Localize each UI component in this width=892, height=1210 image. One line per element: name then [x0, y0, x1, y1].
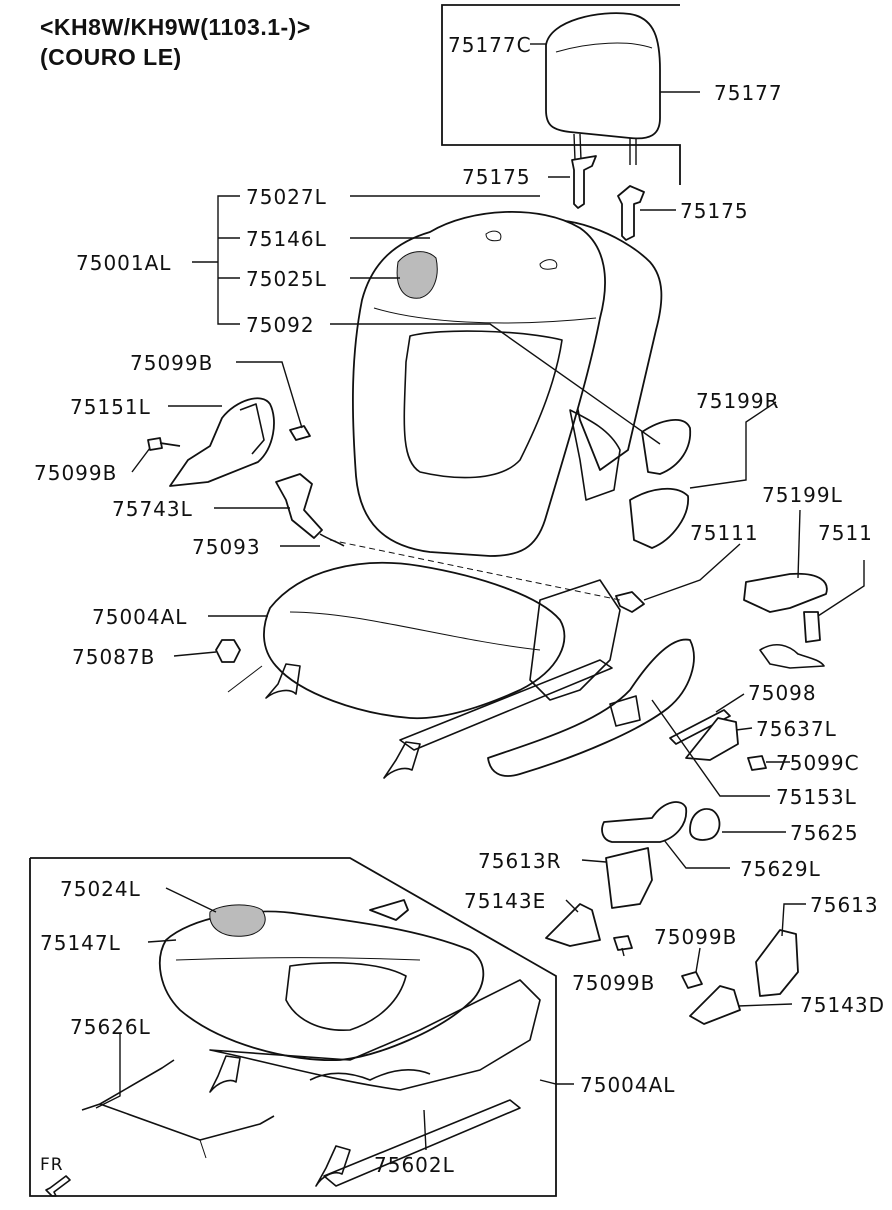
cover-75613R[interactable] [605, 847, 653, 909]
label-75613R: 75613R [478, 849, 562, 873]
front-marker-label: FR [40, 1155, 64, 1175]
label-75099B-left: 75099B [34, 461, 117, 485]
seat-back-group [352, 210, 663, 557]
inset-group [29, 857, 557, 1197]
label-75004AL-main: 75004AL [92, 605, 187, 629]
screw-75099B-low[interactable] [681, 971, 703, 989]
label-75099B-top: 75099B [130, 351, 213, 375]
screw-75099C[interactable] [747, 755, 767, 771]
inset-box [29, 857, 557, 1197]
label-75027L: 75027L [246, 185, 327, 209]
headrest-guides [548, 155, 676, 241]
label-75001AL: 75001AL [76, 251, 171, 275]
clip-inset [369, 899, 409, 921]
belt-buckle-75743L[interactable] [275, 473, 323, 539]
cover-75143D[interactable] [689, 985, 741, 1025]
label-75098: 75098 [748, 681, 817, 705]
label-75151L: 75151L [70, 395, 151, 419]
front-arrow-icon [45, 1175, 71, 1197]
part-75098[interactable] [669, 709, 731, 745]
label-75602L: 75602L [374, 1153, 455, 1177]
label-75025L: 75025L [246, 267, 327, 291]
label-75146L: 75146L [246, 227, 327, 251]
left-side-parts [147, 397, 345, 547]
shield-75153L[interactable] [487, 638, 695, 777]
knob-base-75629L[interactable] [601, 801, 688, 843]
label-75613: 75613 [810, 893, 879, 917]
shield-75151L[interactable] [169, 397, 275, 487]
recliner-covers [615, 419, 828, 669]
cushion-cover-75147L[interactable] [159, 910, 485, 1062]
cover-75199R[interactable] [641, 419, 692, 475]
screw-75099B-left[interactable] [147, 437, 181, 451]
label-75175-left: 75175 [462, 165, 531, 189]
label-75199R: 75199R [696, 389, 780, 413]
headrest-guide-right[interactable] [617, 185, 645, 241]
cushion-frame-inset [209, 979, 541, 1091]
label-75199L: 75199L [762, 483, 843, 507]
front-direction-marker: FR [40, 1155, 71, 1197]
label-75111-b: 7511 [818, 521, 873, 545]
nut-75087B[interactable] [215, 639, 241, 663]
label-75093: 75093 [192, 535, 261, 559]
label-75626L: 75626L [70, 1015, 151, 1039]
label-75743L: 75743L [112, 497, 193, 521]
cover-75199R-lower[interactable] [629, 487, 689, 549]
label-75143E: 75143E [464, 889, 546, 913]
foam-pad-75024L [209, 904, 266, 937]
label-75175-right: 75175 [680, 199, 749, 223]
label-75153L: 75153L [776, 785, 857, 809]
headrest-guide-left[interactable] [571, 155, 597, 209]
bolt-75111-left[interactable] [615, 591, 645, 613]
seat-rail-left [399, 659, 613, 751]
label-75143D: 75143D [800, 993, 885, 1017]
label-75092: 75092 [246, 313, 315, 337]
model-code-heading: <KH8W/KH9W(1103.1-)> [40, 14, 311, 40]
label-75177: 75177 [714, 81, 783, 105]
leader-lines [95, 195, 865, 1151]
label-75087B: 75087B [72, 645, 155, 669]
wire-75626L[interactable] [81, 1103, 275, 1141]
label-75625: 75625 [790, 821, 859, 845]
headrest-75177[interactable] [545, 12, 661, 140]
cover-75613[interactable] [755, 929, 799, 997]
rail-75602L[interactable] [323, 1099, 521, 1187]
seat-cushion-75004AL[interactable] [263, 561, 566, 720]
label-75099B-low: 75099B [572, 971, 655, 995]
label-75177C: 75177C [448, 33, 532, 57]
seat-adjuster-mechanism [529, 579, 621, 701]
label-75004AL-inset: 75004AL [580, 1073, 675, 1097]
screw-75099B-mid[interactable] [613, 935, 633, 951]
knob-75625[interactable] [689, 808, 721, 841]
label-75637L: 75637L [756, 717, 837, 741]
headrest-group [441, 4, 700, 185]
trim-heading: (COURO LE) [40, 44, 182, 70]
cover-75143E[interactable] [545, 903, 601, 947]
label-75147L: 75147L [40, 931, 121, 955]
label-75629L: 75629L [740, 857, 821, 881]
seat-cushion-group [215, 539, 621, 779]
clip-75099B-top[interactable] [289, 425, 311, 441]
part-labels: 75177C 75177 75175 75175 75027L 75146L 7… [34, 33, 885, 1177]
label-75099C: 75099C [776, 751, 860, 775]
headrest-box [441, 4, 681, 185]
label-75099B-mid: 75099B [654, 925, 737, 949]
side-shield-group [487, 638, 799, 1025]
lever-75637L[interactable] [685, 717, 739, 761]
label-75111-a: 75111 [690, 521, 759, 545]
label-75024L: 75024L [60, 877, 141, 901]
cover-75199L[interactable] [743, 572, 828, 613]
recliner-bracket [569, 409, 621, 501]
foam-pad-75025L [396, 251, 438, 299]
bolt-75111-right[interactable] [803, 611, 821, 643]
seat-back-cover-75146L[interactable] [352, 210, 606, 557]
